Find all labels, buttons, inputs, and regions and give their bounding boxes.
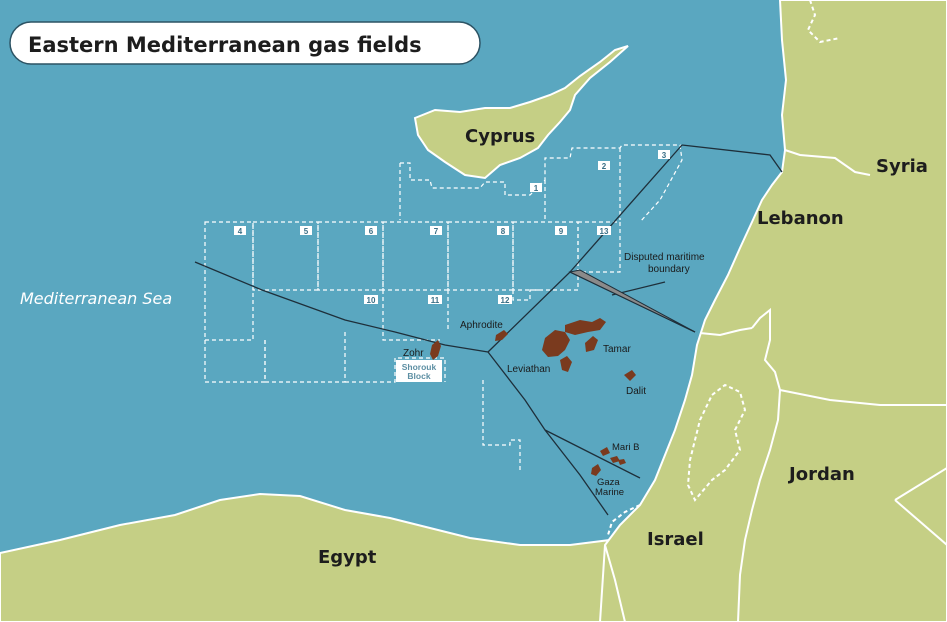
- border-syria-north: [806, 0, 841, 44]
- block-label: 10: [364, 295, 378, 305]
- field-aphrodite: [495, 330, 508, 341]
- shorouk-block-label: Shorouk Block: [396, 360, 442, 382]
- block-number: 13: [600, 227, 609, 236]
- label-lebanon: Lebanon: [757, 208, 844, 229]
- block-number-labels: 1 2 3 4 5 6 7 8 9 13 10 11 12: [234, 150, 670, 305]
- block-number: 9: [559, 227, 564, 236]
- label-zohr: Zohr: [403, 348, 424, 359]
- gas-fields: [430, 318, 636, 476]
- label-cyprus: Cyprus: [465, 126, 535, 147]
- disputed-label-line-1: Disputed maritime: [624, 252, 705, 263]
- field-gaza-marine: [591, 464, 601, 476]
- border-gaza: [607, 504, 641, 536]
- block-label: 5: [300, 226, 312, 236]
- label-marine: Marine: [595, 487, 624, 498]
- disputed-zone: [568, 269, 696, 333]
- field-leviathan-north: [565, 318, 606, 335]
- block-label: 2: [598, 161, 610, 171]
- border-syria-jordan: [779, 389, 947, 406]
- block-number: 11: [431, 296, 440, 305]
- block-label: 3: [658, 150, 670, 160]
- block-label: 7: [430, 226, 442, 236]
- label-israel: Israel: [647, 529, 704, 550]
- block-number: 2: [602, 162, 607, 171]
- border-golan: [751, 307, 781, 391]
- block-label: 12: [498, 295, 512, 305]
- block-number: 6: [369, 227, 374, 236]
- map-title: Eastern Mediterranean gas fields: [28, 33, 422, 57]
- label-dalit: Dalit: [626, 386, 646, 397]
- block-label: 9: [555, 226, 567, 236]
- label-jordan: Jordan: [787, 464, 855, 485]
- label-mari-b: Mari B: [612, 442, 639, 453]
- block-label: 1: [530, 183, 542, 193]
- title-badge: Eastern Mediterranean gas fields: [9, 21, 481, 65]
- block-number: 5: [304, 227, 309, 236]
- block-number: 10: [367, 296, 376, 305]
- maritime-boundaries: [194, 144, 783, 516]
- exploration-blocks: [204, 144, 683, 470]
- field-zohr: [430, 340, 441, 360]
- block-label: 4: [234, 226, 246, 236]
- field-tamar: [585, 336, 598, 352]
- field-leviathan: [542, 330, 572, 372]
- border-lebanon-syria: [784, 149, 871, 176]
- block-label: 8: [497, 226, 509, 236]
- block-number: 12: [501, 296, 510, 305]
- cyprus-land: [413, 45, 629, 180]
- label-aphrodite: Aphrodite: [460, 320, 503, 331]
- label-gaza: Gaza: [597, 477, 620, 488]
- border-jordan-east: [894, 467, 947, 546]
- block-number: 7: [434, 227, 439, 236]
- block-number: 1: [534, 184, 539, 193]
- disputed-label-line-2: boundary: [648, 264, 690, 275]
- shorouk-line-1: Shorouk: [402, 362, 437, 372]
- block-number: 4: [238, 227, 243, 236]
- block-label: 13: [597, 226, 611, 236]
- block-number: 8: [501, 227, 506, 236]
- label-tamar: Tamar: [603, 344, 631, 355]
- block-number: 3: [662, 151, 667, 160]
- label-egypt: Egypt: [318, 547, 377, 568]
- border-israel-jordan: [737, 389, 781, 622]
- border-egypt-israel: [604, 544, 626, 622]
- block-label: 11: [428, 295, 442, 305]
- field-dalit: [624, 370, 636, 381]
- block-label: 6: [365, 226, 377, 236]
- border-west-bank: [686, 383, 747, 502]
- shorouk-line-2: Block: [407, 371, 430, 381]
- label-syria: Syria: [876, 156, 928, 177]
- label-leviathan: Leviathan: [507, 364, 550, 375]
- sea-label: Mediterranean Sea: [20, 289, 172, 308]
- field-mari-b: [600, 447, 626, 465]
- border-lebanon-israel: [699, 327, 753, 337]
